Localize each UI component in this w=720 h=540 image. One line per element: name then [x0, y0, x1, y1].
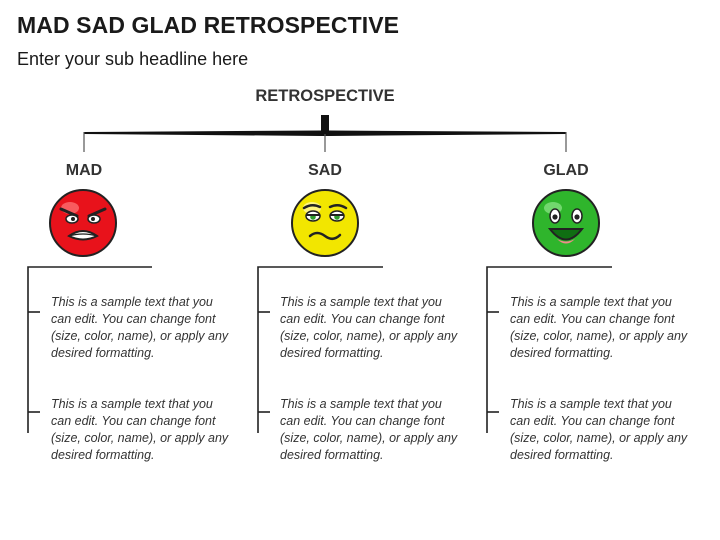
top-bar: [84, 130, 566, 136]
bracket-mad: [27, 266, 152, 433]
happy-face-icon: [532, 189, 600, 257]
page-title: MAD SAD GLAD RETROSPECTIVE: [17, 12, 400, 38]
page-subtitle: Enter your sub headline here: [17, 49, 249, 69]
column-label-sad: SAD: [308, 162, 342, 179]
note-sad-2: This is a sample text that you can edit.…: [280, 397, 458, 462]
root-label: RETROSPECTIVE: [255, 87, 395, 105]
note-glad-1: This is a sample text that you can edit.…: [510, 295, 688, 360]
column-label-mad: MAD: [65, 162, 103, 179]
note-glad-2: This is a sample text that you can edit.…: [510, 397, 688, 462]
note-sad-1: This is a sample text that you can edit.…: [280, 295, 458, 360]
angry-face-icon: [49, 189, 117, 257]
bracket-glad: [486, 266, 612, 433]
root-stem: [321, 115, 329, 131]
column-label-glad: GLAD: [543, 162, 589, 179]
sad-face-icon: [291, 189, 359, 257]
note-mad-1: This is a sample text that you can edit.…: [51, 295, 229, 360]
bracket-sad: [257, 266, 383, 433]
note-mad-2: This is a sample text that you can edit.…: [51, 397, 229, 462]
